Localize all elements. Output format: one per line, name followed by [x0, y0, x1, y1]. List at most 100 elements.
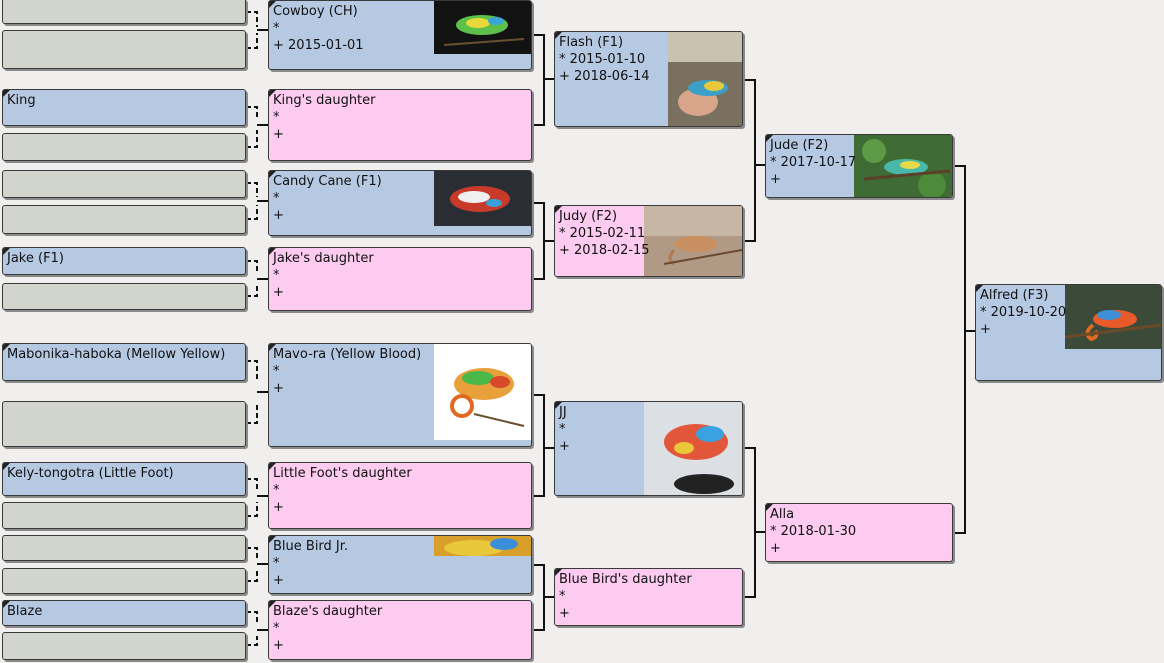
birth-date: *: [273, 556, 280, 571]
person-name: Jude (F2): [770, 138, 829, 153]
chameleon-photo: [644, 402, 742, 495]
person-card-alfred[interactable]: Alfred (F3) * 2019-10-20 +: [975, 284, 1162, 381]
death-date: +: [273, 127, 284, 142]
person-name: Jake's daughter: [273, 251, 374, 266]
corner-marker: [269, 171, 276, 178]
person-card-king[interactable]: King: [2, 89, 246, 126]
connector: [246, 260, 258, 297]
person-info: Blue Bird's daughter * +: [559, 571, 740, 622]
person-card-littlefoot-daughter[interactable]: Little Foot's daughter * +: [268, 462, 532, 529]
person-card-blazes-daughter[interactable]: Blaze's daughter * +: [268, 600, 532, 660]
person-info: Jake's daughter * +: [273, 250, 529, 301]
person-name: Alla: [770, 507, 795, 522]
birth-date: *: [273, 110, 280, 125]
corner-marker: [766, 504, 773, 511]
person-info: Blaze's daughter * +: [273, 603, 529, 654]
person-card-judy[interactable]: Judy (F2) * 2015-02-11 + 2018-02-15: [554, 205, 743, 277]
person-card-bluebird-daughter[interactable]: Blue Bird's daughter * +: [554, 568, 743, 626]
person-card-alla[interactable]: Alla * 2018-01-30 +: [765, 503, 953, 562]
corner-marker: [3, 248, 10, 255]
person-info: Candy Cane (F1) * +: [273, 173, 529, 224]
birth-date: *: [273, 483, 280, 498]
corner-marker: [3, 90, 10, 97]
person-card-blaze[interactable]: Blaze: [2, 600, 246, 626]
person-card-candy-cane[interactable]: Candy Cane (F1) * +: [268, 170, 532, 236]
connector: [246, 547, 258, 582]
death-date: +: [273, 573, 284, 588]
corner-marker: [269, 1, 276, 8]
person-name: Mavo-ra (Yellow Blood): [273, 347, 422, 362]
death-date: + 2018-06-14: [559, 69, 650, 84]
connector: [246, 106, 258, 148]
connector: [743, 79, 766, 242]
birth-date: * 2015-01-10: [559, 52, 646, 67]
connector: [246, 11, 258, 49]
chameleon-photo: [434, 536, 531, 556]
corner-marker: [269, 536, 276, 543]
person-card-jake[interactable]: Jake (F1): [2, 247, 246, 275]
corner-marker: [976, 285, 983, 292]
death-date: +: [273, 381, 284, 396]
person-card-unknown[interactable]: [2, 0, 246, 24]
birth-date: *: [273, 268, 280, 283]
birth-date: *: [273, 621, 280, 636]
person-name: Judy (F2): [559, 209, 618, 224]
person-info: Cowboy (CH) * + 2015-01-01: [273, 3, 529, 54]
person-card-unknown[interactable]: [2, 170, 246, 198]
connector: [246, 611, 258, 646]
person-name: Jake (F1): [7, 251, 64, 266]
death-date: + 2018-02-15: [559, 243, 650, 258]
person-card-unknown[interactable]: [2, 133, 246, 161]
person-card-unknown[interactable]: [2, 401, 246, 447]
birth-date: *: [273, 191, 280, 206]
person-card-bluebird-jr[interactable]: Blue Bird Jr. * +: [268, 535, 532, 594]
chameleon-photo: [854, 135, 952, 197]
connector: [532, 34, 555, 126]
person-name: Blaze: [7, 604, 43, 619]
person-card-mabonika[interactable]: Mabonika-haboka (Mellow Yellow): [2, 343, 246, 381]
corner-marker: [555, 569, 562, 576]
person-name: Mabonika-haboka (Mellow Yellow): [7, 347, 226, 362]
birth-date: *: [273, 21, 280, 36]
person-info: Flash (F1) * 2015-01-10 + 2018-06-14: [559, 34, 740, 85]
person-info: JJ * +: [559, 404, 740, 455]
connector: [743, 447, 766, 598]
person-card-jude[interactable]: Jude (F2) * 2017-10-17 +: [765, 134, 953, 198]
person-info: Alla * 2018-01-30 +: [770, 506, 950, 557]
person-card-kely[interactable]: Kely-tongotra (Little Foot): [2, 462, 246, 496]
person-name: Blue Bird Jr.: [273, 539, 349, 554]
person-card-kings-daughter[interactable]: King's daughter * +: [268, 89, 532, 161]
person-name: King's daughter: [273, 93, 376, 108]
birth-date: * 2018-01-30: [770, 524, 857, 539]
death-date: +: [273, 285, 284, 300]
person-card-unknown[interactable]: [2, 568, 246, 594]
person-card-unknown[interactable]: [2, 535, 246, 561]
person-name: JJ: [559, 405, 567, 420]
person-name: Alfred (F3): [980, 288, 1049, 303]
chameleon-photo: [434, 344, 531, 440]
person-info: Jake (F1): [7, 250, 243, 267]
death-date: +: [273, 500, 284, 515]
person-card-unknown[interactable]: [2, 283, 246, 310]
person-info: Jude (F2) * 2017-10-17 +: [770, 137, 950, 188]
person-card-unknown[interactable]: [2, 632, 246, 660]
person-card-unknown[interactable]: [2, 30, 246, 69]
person-info: Alfred (F3) * 2019-10-20 +: [980, 287, 1159, 338]
corner-marker: [269, 248, 276, 255]
person-card-flash[interactable]: Flash (F1) * 2015-01-10 + 2018-06-14: [554, 31, 743, 127]
chameleon-photo: [434, 171, 531, 226]
death-date: +: [559, 606, 570, 621]
person-name: Little Foot's daughter: [273, 466, 412, 481]
person-card-cowboy[interactable]: Cowboy (CH) * + 2015-01-01: [268, 0, 532, 70]
connector: [532, 564, 555, 631]
person-card-jj[interactable]: JJ * +: [554, 401, 743, 496]
person-card-unknown[interactable]: [2, 502, 246, 529]
chameleon-photo: [434, 1, 531, 54]
person-info: Little Foot's daughter * +: [273, 465, 529, 516]
connector: [246, 182, 258, 220]
person-card-mavo-ra[interactable]: Mavo-ra (Yellow Blood) * +: [268, 343, 532, 447]
person-card-unknown[interactable]: [2, 205, 246, 234]
person-card-jakes-daughter[interactable]: Jake's daughter * +: [268, 247, 532, 311]
person-info: Mavo-ra (Yellow Blood) * +: [273, 346, 529, 397]
birth-date: * 2017-10-17: [770, 155, 857, 170]
